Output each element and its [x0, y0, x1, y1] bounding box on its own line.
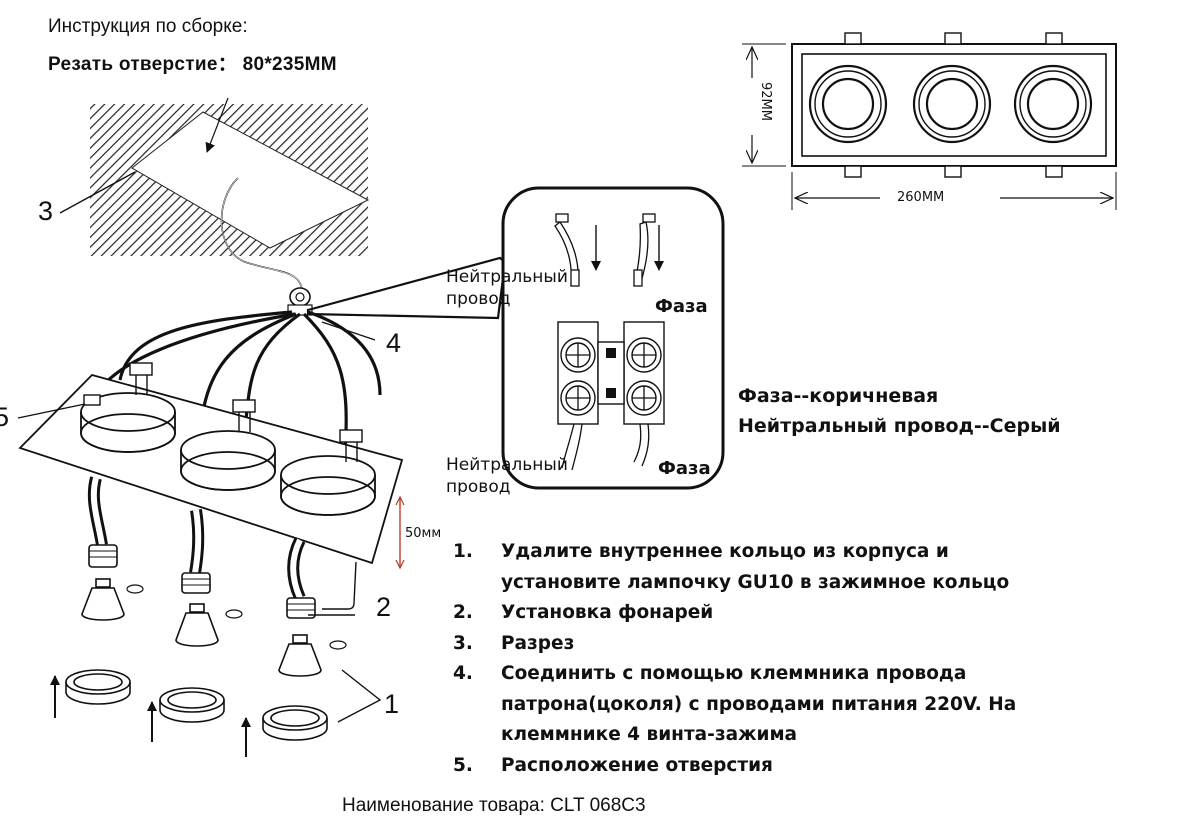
legend-neutral: Нейтральный провод--Серый — [738, 415, 1061, 437]
callout-4: 4 — [386, 328, 402, 358]
step-item: 4.Соединить с помощью клеммника провода … — [453, 663, 1017, 745]
callout-2: 2 — [376, 592, 392, 622]
inner-rings — [65, 669, 328, 741]
lamp-holders — [87, 476, 316, 619]
ceiling-cutout — [90, 97, 370, 256]
wire-color-legend: Фаза--коричневая Нейтральный провод--Сер… — [738, 381, 1061, 441]
top-height-label: 92MM — [758, 82, 773, 121]
wiring-detail — [501, 186, 725, 490]
gu10-lamps — [81, 578, 322, 677]
callout-5: 5 — [0, 402, 10, 432]
neutral-wire-label-bottom: Нейтральный провод — [446, 455, 568, 497]
step-item: 2.Установка фонарей — [453, 602, 714, 623]
height-label: 50мм — [405, 526, 442, 541]
legend-phase: Фаза--коричневая — [738, 385, 939, 407]
cut-hole-size: Резать отверстие： 80*235MM — [48, 54, 337, 75]
assembly-steps: 1.Удалите внутреннее кольцо из корпуса и… — [453, 537, 1061, 781]
step-item: 1.Удалите внутреннее кольцо из корпуса и… — [453, 541, 1010, 593]
callout-3: 3 — [38, 196, 54, 226]
callout-1: 1 — [384, 689, 400, 719]
neutral-wire-label-top: Нейтральный провод — [446, 267, 568, 309]
fixture-plate — [18, 362, 404, 565]
phase-label-bottom: Фаза — [658, 458, 711, 479]
top-view-drawing — [742, 32, 1117, 210]
product-name: Наименование товара: CLT 068C3 — [342, 795, 646, 816]
step-item: 5.Расположение отверстия — [453, 754, 773, 776]
phase-label-top: Фаза — [655, 296, 708, 317]
step-item: 3.Разрез — [453, 632, 575, 654]
height-dimension — [395, 495, 405, 570]
instruction-title: Инструкция по сборке: — [48, 16, 248, 37]
top-width-label: 260MM — [897, 190, 945, 205]
